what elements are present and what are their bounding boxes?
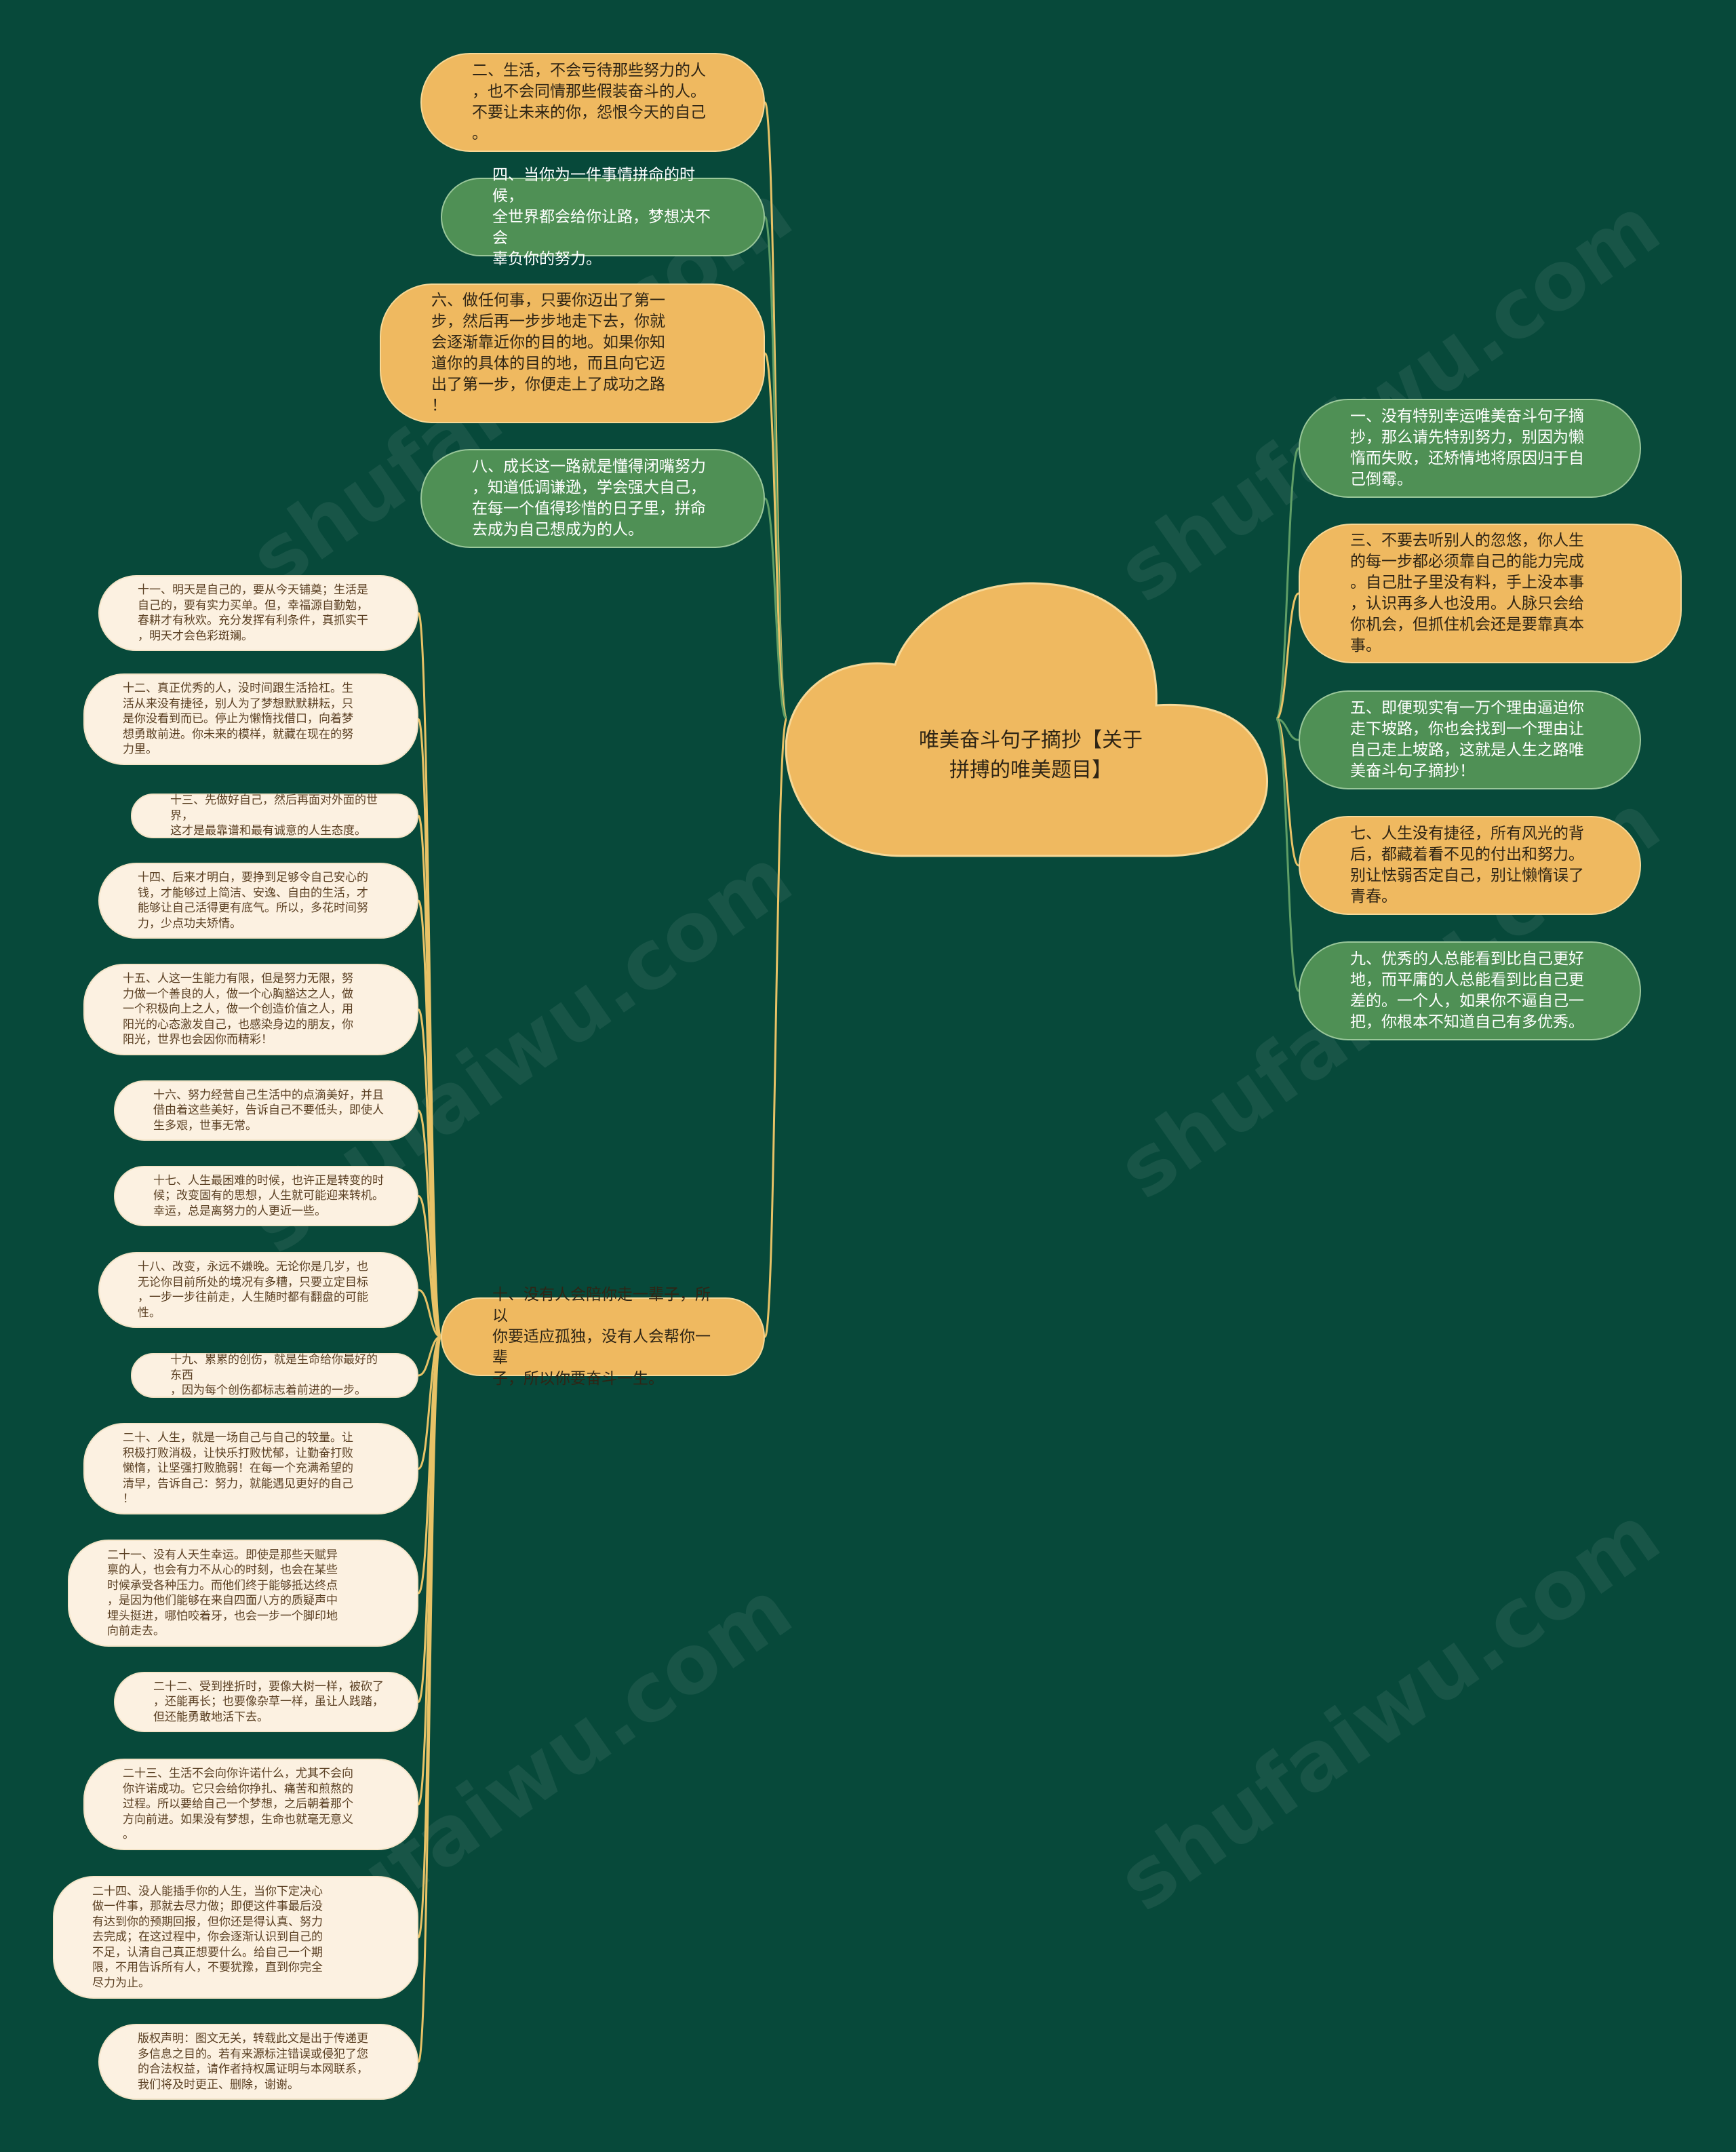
leaf-node-23[interactable]: 二十三、生活不会向你许诺什么，尤其不会向 你许诺成功。它只会给你挣扎、痛苦和煎熬… — [83, 1759, 418, 1850]
leaf-node-20[interactable]: 二十、人生，就是一场自己与自己的较量。让 积极打败消极，让快乐打败忧郁，让勤奋打… — [83, 1423, 418, 1514]
branch-node-9[interactable]: 九、优秀的人总能看到比自己更好 地，而平庸的人总能看到比自己更 差的。一个人，如… — [1299, 941, 1641, 1040]
leaf-node-11[interactable]: 十一、明天是自己的，要从今天铺奠；生活是 自己的，要有实力买单。但，幸福源自勤勉… — [98, 575, 418, 651]
copyright-note[interactable]: 版权声明：图文无关，转载此文是出于传递更 多信息之目的。若有来源标注错误或侵犯了… — [98, 2024, 418, 2100]
connector-line — [764, 497, 788, 720]
connector-line — [418, 1289, 441, 1338]
leaf-node-22[interactable]: 二十二、受到挫折时，要像大树一样，被砍了 ，还能再长；也要像杂草一样，虽让人践踏… — [114, 1672, 418, 1732]
central-topic[interactable]: 唯美奋斗句子摘抄【关于 拼搏的唯美题目】 — [919, 728, 1143, 782]
branch-node-4[interactable]: 四、当你为一件事情拼命的时候， 全世界都会给你让路，梦想决不会 辜负你的努力。 — [441, 166, 765, 268]
branch-node-7[interactable]: 七、人生没有捷径，所有风光的背 后，都藏着看不见的付出和努力。 别让怯弱否定自己… — [1299, 816, 1641, 915]
leaf-node-18[interactable]: 十八、改变，永远不嫌晚。无论你是几岁，也 无论你目前所处的境况有多糟，只要立定目… — [98, 1252, 418, 1328]
connector-line — [764, 352, 788, 720]
central-cloud-shape[interactable] — [785, 582, 1268, 857]
leaf-node-12[interactable]: 十二、真正优秀的人，没时间跟生活拾杠。生 活从来没有捷径，别人为了梦想默默耕耘，… — [83, 673, 418, 765]
leaf-node-16[interactable]: 十六、努力经营自己生活中的点滴美好，并且 借由着这些美好，告诉自己不要低头，即使… — [114, 1080, 418, 1141]
connector-line — [417, 1335, 442, 2063]
branch-node-10[interactable]: 十、没有人会陪你走一辈子，所以 你要适应孤独，没有人会帮你一辈 子，所以你要奋斗… — [441, 1286, 765, 1388]
leaf-node-24[interactable]: 二十四、没人能插手你的人生，当你下定决心 做一件事，那就去尽力做；即便这件事最后… — [53, 1876, 418, 1999]
leaf-node-17[interactable]: 十七、人生最困难的时候，也许正是转变的时 候；改变固有的思想，人生就可能迎来转机… — [114, 1166, 418, 1226]
connector-line — [417, 1195, 442, 1338]
connector-line — [1275, 592, 1300, 720]
branch-node-6[interactable]: 六、做任何事，只要你迈出了第一 步，然后再一步步地走下去，你就 会逐渐靠近你的目… — [380, 283, 765, 423]
connector-line — [764, 718, 788, 1338]
leaf-node-21[interactable]: 二十一、没有人天生幸运。即使是那些天赋异 禀的人，也会有力不从心的时刻，也会在某… — [68, 1540, 418, 1647]
connector-line — [1275, 447, 1300, 720]
connector-line — [1275, 718, 1300, 992]
connector-line — [1276, 718, 1299, 741]
leaf-node-19[interactable]: 十九、累累的创伤，就是生命给你最好的东西 ，因为每个创伤都标志着前进的一步。 — [131, 1353, 418, 1398]
connector-line — [417, 1110, 442, 1338]
leaf-node-14[interactable]: 十四、后来才明白，要挣到足够令自己安心的 钱，才能够过上简洁、安逸、自由的生活，… — [98, 863, 418, 939]
branch-node-2[interactable]: 二、生活，不会亏待那些努力的人 ，也不会同情那些假装奋斗的人。 不要让未来的你，… — [420, 53, 765, 152]
connector-line — [418, 1335, 441, 1377]
branch-node-5[interactable]: 五、即便现实有一万个理由逼迫你 走下坡路，你也会找到一个理由让 自己走上坡路，这… — [1299, 690, 1641, 789]
branch-node-8[interactable]: 八、成长这一路就是懂得闭嘴努力 ，知道低调谦逊，学会强大自己， 在每一个值得珍惜… — [420, 449, 765, 548]
branch-node-3[interactable]: 三、不要去听别人的忽悠，你人生 的每一步都必须靠自己的能力完成 。自己肚子里没有… — [1299, 524, 1682, 663]
branch-node-1[interactable]: 一、没有特别幸运唯美奋斗句子摘 抄，那么请先特别努力，别因为懒 惰而失败，还矫情… — [1299, 399, 1641, 498]
leaf-node-13[interactable]: 十三、先做好自己，然后再面对外面的世界， 这才是最靠谱和最有诚意的人生态度。 — [131, 794, 418, 838]
leaf-node-15[interactable]: 十五、人这一生能力有限，但是努力无限，努 力做一个善良的人，做一个心胸豁达之人，… — [83, 964, 418, 1055]
